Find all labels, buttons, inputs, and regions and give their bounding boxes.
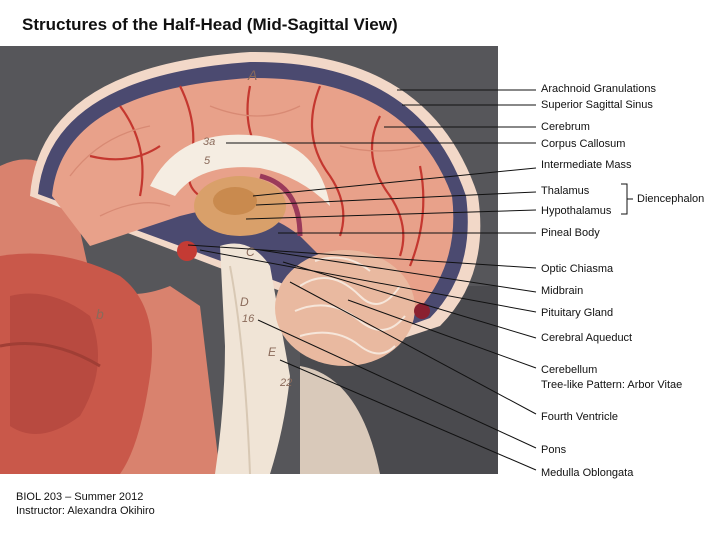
page-title: Structures of the Half-Head (Mid-Sagitta… — [22, 15, 398, 34]
label-intermediate-mass: Intermediate Mass — [541, 159, 632, 171]
model-mark-3a: 3a — [203, 136, 215, 148]
model-mark-b: b — [96, 306, 104, 322]
label-corpus-callosum: Corpus Callosum — [541, 138, 626, 150]
label-diencephalon: Diencephalon — [637, 193, 705, 205]
model-mark-22: 22 — [279, 377, 292, 389]
diencephalon-bracket — [621, 183, 633, 215]
model-mark-c: C — [246, 245, 255, 259]
label-pituitary-gland: Pituitary Gland — [541, 307, 614, 319]
footer-course: BIOL 203 – Summer 2012 — [16, 491, 144, 503]
label-pons: Pons — [541, 444, 567, 456]
label-medulla-oblongata: Medulla Oblongata — [541, 467, 634, 479]
model-mark-5: 5 — [204, 155, 211, 167]
label-arbor-vitae: Tree-like Pattern: Arbor Vitae — [541, 379, 683, 391]
model-mark-e: E — [268, 345, 277, 359]
model-mark-d: D — [240, 295, 249, 309]
label-optic-chiasma: Optic Chiasma — [541, 263, 614, 275]
label-hypothalamus: Hypothalamus — [541, 205, 612, 217]
label-midbrain: Midbrain — [541, 285, 584, 297]
brain-model-photo: A 3a 5 b C D 16 E 22 — [0, 46, 498, 474]
label-cerebellum: Cerebellum — [541, 364, 598, 376]
model-mark-16: 16 — [242, 313, 255, 325]
label-arachnoid-granulations: Arachnoid Granulations — [541, 83, 656, 95]
label-cerebrum: Cerebrum — [541, 121, 590, 133]
footer: BIOL 203 – Summer 2012 Instructor: Alexa… — [16, 490, 155, 518]
label-thalamus: Thalamus — [541, 185, 590, 197]
model-mark-a: A — [247, 67, 257, 83]
label-superior-sagittal-sinus: Superior Sagittal Sinus — [541, 99, 653, 111]
label-fourth-ventricle: Fourth Ventricle — [541, 411, 619, 423]
label-pineal-body: Pineal Body — [541, 227, 600, 239]
footer-instructor: Instructor: Alexandra Okihiro — [16, 505, 155, 517]
label-cerebral-aqueduct: Cerebral Aqueduct — [541, 332, 633, 344]
